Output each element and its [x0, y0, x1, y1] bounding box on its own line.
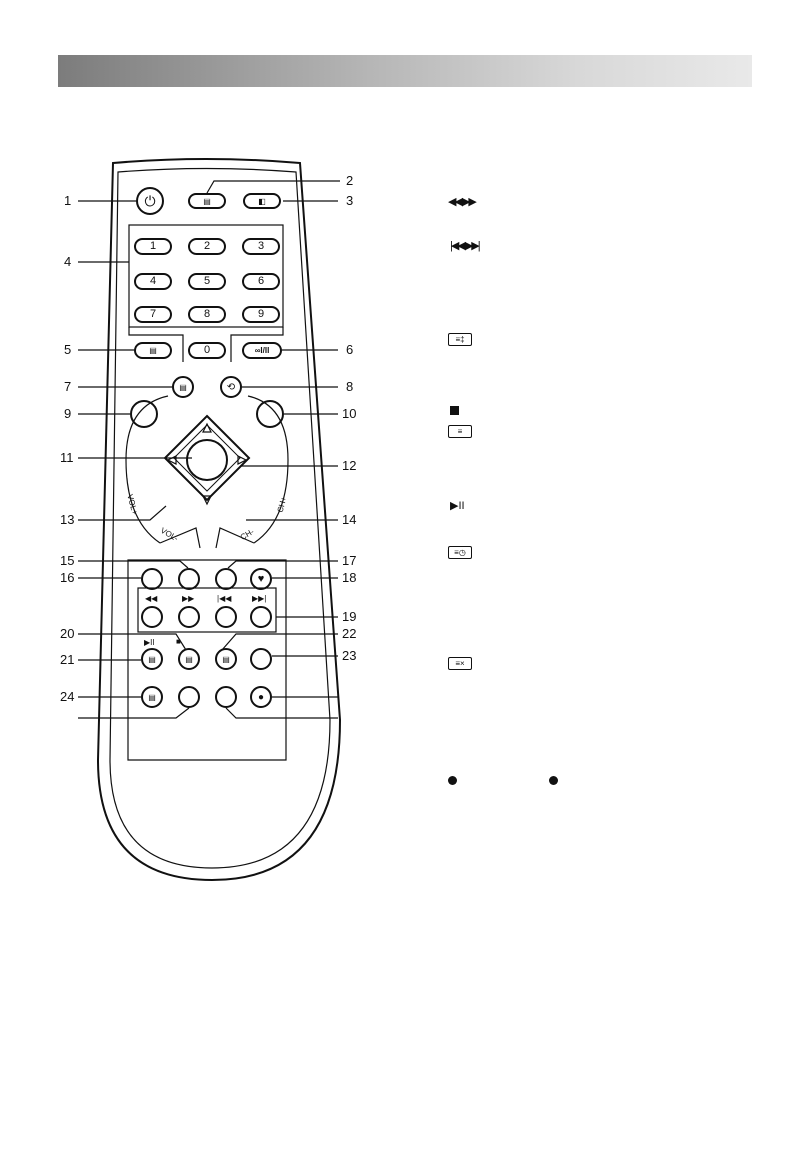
callout-21: 21	[60, 652, 75, 667]
info-legend-icon: ≡‡	[448, 333, 472, 346]
info-button[interactable]: ▤	[134, 342, 172, 359]
fast-forward-button[interactable]	[178, 606, 200, 628]
callout-14: 14	[342, 512, 357, 527]
power-icon: ⏻	[144, 192, 156, 209]
text-button[interactable]: ▤	[141, 648, 163, 670]
rewind-icon: ◀◀	[145, 594, 158, 603]
info2-icon: ▤	[185, 654, 193, 664]
callout-9: 9	[64, 406, 72, 421]
callout-12: 12	[342, 458, 357, 473]
blank-button[interactable]	[250, 648, 272, 670]
next-button[interactable]	[250, 606, 272, 628]
numpad-frame	[128, 224, 284, 328]
mute-icon: ◧	[258, 196, 266, 206]
callout-24: 24	[60, 689, 75, 704]
prev-next-icon: |◀◀ ▶▶|	[450, 240, 481, 252]
source-button[interactable]: ▤	[188, 193, 226, 209]
callout-15: 15	[60, 553, 75, 568]
cancel-button[interactable]: ▤	[141, 686, 163, 708]
mute-button[interactable]: ◧	[243, 193, 281, 209]
fast-forward-icon: ▶▶	[182, 594, 195, 603]
record-dot-icon	[448, 776, 457, 785]
round-button-b[interactable]	[215, 686, 237, 708]
callout-4: 4	[64, 254, 72, 269]
digit-1-button[interactable]: 1	[134, 238, 172, 255]
audio-button[interactable]: ∞I/II	[242, 342, 282, 359]
digit-2-button[interactable]: 2	[188, 238, 226, 255]
rewind-forward-icon: ◀◀ ▶▶	[448, 196, 477, 208]
callout-7: 7	[64, 379, 72, 394]
callout-1: 1	[64, 193, 72, 208]
record-button[interactable]: ●	[250, 686, 272, 708]
remote-outline	[96, 158, 342, 882]
stop-legend-icon	[450, 406, 459, 415]
recall-button[interactable]: ⟲	[220, 376, 242, 398]
right-round-button[interactable]	[256, 400, 284, 428]
digit-6-button[interactable]: 6	[242, 273, 280, 290]
prev-icon: |◀◀	[217, 594, 232, 603]
digit-4-button[interactable]: 4	[134, 273, 172, 290]
heart-icon: ♥	[257, 573, 265, 585]
callout-23: 23	[342, 648, 357, 663]
record-dot-icon-2	[549, 776, 558, 785]
callout-16: 16	[60, 570, 75, 585]
green-button[interactable]	[178, 568, 200, 590]
digit-3-button[interactable]: 3	[242, 238, 280, 255]
play-pause-legend-icon: ▶II	[450, 500, 465, 512]
rewind-button[interactable]	[141, 606, 163, 628]
callout-5: 5	[64, 342, 72, 357]
timer-button[interactable]: ▤	[215, 648, 237, 670]
lower-frame	[127, 559, 287, 761]
timer-legend-icon: ≡◷	[448, 546, 472, 559]
text-icon: ▤	[148, 654, 156, 664]
callout-2: 2	[346, 173, 354, 188]
yellow-button[interactable]	[215, 568, 237, 590]
callout-13: 13	[60, 512, 75, 527]
menu-button[interactable]: ▤	[172, 376, 194, 398]
info-icon: ▤	[149, 346, 157, 355]
callout-10: 10	[342, 406, 357, 421]
text-legend-icon: ≡	[448, 425, 472, 438]
dpad-outer	[163, 414, 251, 502]
next-icon: ▶▶|	[252, 594, 267, 603]
callout-22: 22	[342, 626, 357, 641]
callout-19: 19	[342, 609, 357, 624]
record-icon: ●	[257, 691, 265, 703]
red-button[interactable]	[141, 568, 163, 590]
callout-20: 20	[60, 626, 75, 641]
digit-0-button[interactable]: 0	[188, 342, 226, 359]
callout-8: 8	[346, 379, 354, 394]
previous-button[interactable]	[215, 606, 237, 628]
menu-icon: ▤	[179, 382, 187, 392]
digit-9-button[interactable]: 9	[242, 306, 280, 323]
stop-label-icon: ■	[176, 637, 181, 646]
cancel-legend-icon: ≡×	[448, 657, 472, 670]
play-pause-label-icon: ▶II	[144, 638, 155, 647]
remote-inner-outline	[109, 167, 331, 869]
audio-icon: ∞I/II	[254, 346, 270, 355]
favorite-button[interactable]: ♥	[250, 568, 272, 590]
callout-6: 6	[346, 342, 354, 357]
digit-5-button[interactable]: 5	[188, 273, 226, 290]
info2-button[interactable]: ▤	[178, 648, 200, 670]
timer-icon: ▤	[222, 654, 230, 664]
callout-17: 17	[342, 553, 357, 568]
callout-11: 11	[60, 450, 74, 465]
recall-icon: ⟲	[226, 381, 236, 393]
round-button-a[interactable]	[178, 686, 200, 708]
callout-18: 18	[342, 570, 357, 585]
digit-8-button[interactable]: 8	[188, 306, 226, 323]
digit-7-button[interactable]: 7	[134, 306, 172, 323]
source-icon: ▤	[203, 196, 211, 206]
cancel-icon: ▤	[148, 692, 156, 702]
left-round-button[interactable]	[130, 400, 158, 428]
callout-3: 3	[346, 193, 354, 208]
section-header-bar	[58, 55, 752, 87]
